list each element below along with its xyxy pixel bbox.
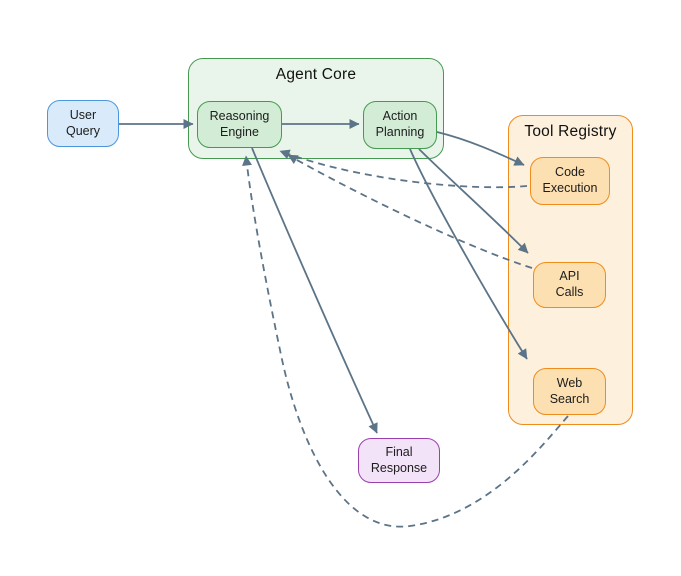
node-reasoning-engine: Reasoning Engine: [197, 101, 282, 148]
node-action-planning: Action Planning: [363, 101, 437, 149]
node-action-planning-label: Action Planning: [375, 109, 425, 139]
edge-action-planning-to-code-execution: [436, 131, 525, 166]
node-code-execution: Code Execution: [530, 157, 610, 205]
node-web-search-label: Web Search: [549, 375, 590, 406]
edge-reasoning-engine-to-final-response: [251, 147, 378, 434]
edge-api-calls-to-reasoning-engine: [287, 154, 533, 269]
edge-action-planning-to-web-search: [409, 148, 528, 360]
node-user-query: User Query: [47, 100, 119, 147]
node-code-execution-label: Code Execution: [542, 165, 598, 195]
edge-action-planning-to-api-calls: [418, 148, 529, 254]
node-final-response: Final Response: [358, 438, 440, 483]
edge-web-search-to-reasoning-engine: [242, 155, 569, 528]
edge-code-execution-to-reasoning-engine: [279, 149, 528, 189]
node-final-response-label: Final Response: [370, 444, 428, 475]
group-tool-registry-title: Tool Registry: [524, 123, 617, 140]
node-web-search: Web Search: [533, 368, 606, 415]
node-user-query-label: User Query: [65, 107, 101, 138]
node-api-calls-label: API Calls: [555, 269, 584, 299]
group-agent-core-title: Agent Core: [275, 66, 357, 83]
node-api-calls: API Calls: [533, 262, 606, 308]
node-reasoning-engine-label: Reasoning Engine: [209, 108, 270, 139]
